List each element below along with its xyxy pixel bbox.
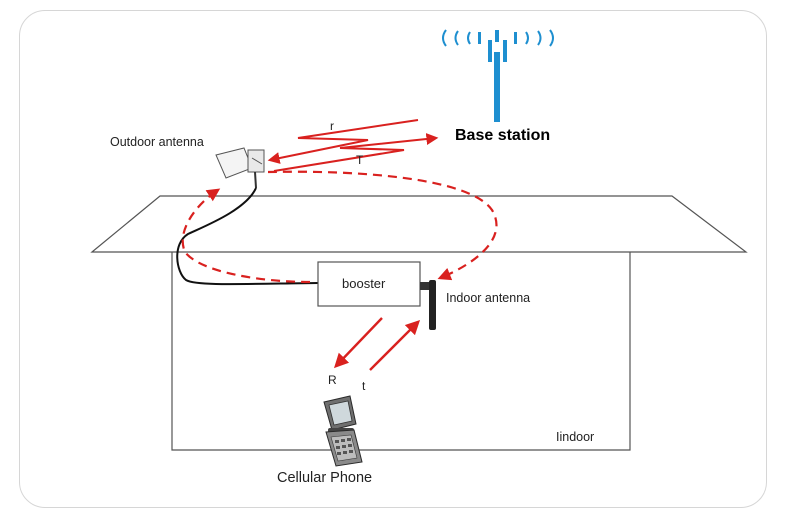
signal-t-arrow (273, 133, 439, 172)
signal-T-upper-label: T (356, 153, 364, 167)
signal-path-down (267, 170, 498, 281)
signal-r-upper-label: r (330, 119, 334, 133)
indoor-label: Iindoor (556, 430, 594, 444)
outdoor-antenna-icon (215, 147, 265, 189)
booster-box (317, 261, 421, 307)
booster-label: booster (342, 276, 386, 291)
house-walls (171, 252, 631, 451)
indoor-antenna-icon (420, 280, 436, 330)
signal-r-arrow (267, 119, 419, 164)
cell-tower-icon (442, 29, 554, 122)
outdoor-antenna-label: Outdoor antenna (110, 135, 204, 149)
indoor-antenna-label: Indoor antenna (446, 291, 530, 305)
cellular-phone-label: Cellular Phone (277, 470, 372, 486)
signal-t-lower-label: t (362, 379, 366, 393)
signal-t-lower-arrow (369, 319, 421, 371)
signal-R-lower-label: R (328, 373, 337, 387)
signal-R-arrow (334, 317, 383, 369)
diagram-frame (19, 10, 767, 508)
house-roof (90, 195, 748, 253)
cellular-phone-icon (323, 395, 363, 467)
coax-cable (176, 187, 319, 286)
base-station-label: Base station (455, 127, 550, 144)
